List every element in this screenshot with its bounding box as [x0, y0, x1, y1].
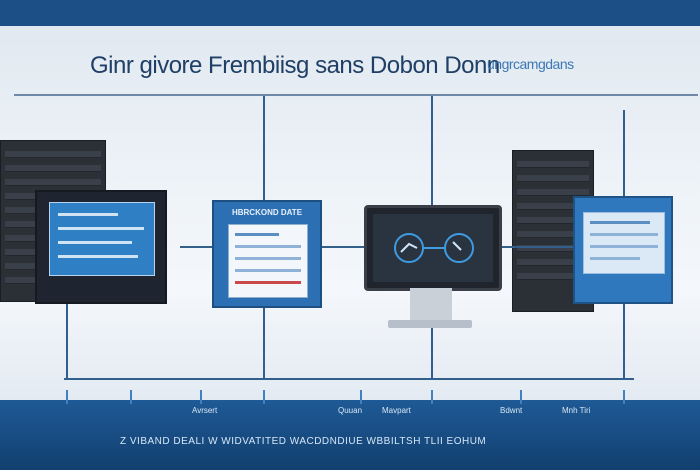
tick-6	[431, 390, 433, 404]
tick-8	[623, 390, 625, 404]
form-window-header: HBRCKOND DATE	[231, 208, 303, 217]
tick-5	[360, 390, 362, 404]
connector-v3	[263, 304, 265, 380]
tick-1	[66, 390, 68, 404]
tick-4	[263, 390, 265, 404]
dashboard-screen	[49, 202, 155, 276]
dashboard-monitor	[35, 190, 167, 304]
page-title-tail: ungrcamgdans	[487, 56, 574, 72]
connector-v4	[431, 96, 433, 206]
tick-7	[520, 390, 522, 404]
tick-3	[200, 390, 202, 404]
top-connector-line	[14, 94, 698, 96]
form-window: HBRCKOND DATE	[212, 200, 322, 308]
connector-v1	[66, 300, 68, 380]
bottom-label-3: Mavpart	[382, 406, 411, 415]
page-title: Ginr givore Frembiisg sans Dobon Donn	[90, 52, 500, 79]
monitor-stand	[410, 288, 452, 324]
bottom-label-2: Quuan	[338, 406, 363, 415]
bottom-label-4: Bdwnt	[500, 406, 523, 415]
form-document	[228, 224, 308, 298]
report-window	[573, 196, 673, 304]
bottom-band	[0, 400, 700, 470]
bottom-label-1: Avrsert	[192, 406, 218, 415]
bottom-connector-line	[64, 378, 634, 380]
gauge-icon	[394, 233, 474, 263]
footer-text: Z VIBAND DEALI W WIDVATITED WACDDNDIUE W…	[120, 436, 487, 447]
tick-2	[130, 390, 132, 404]
connector-v5	[431, 286, 433, 380]
monitor-stand-base	[388, 320, 472, 328]
bottom-label-5: Mnh Tiri	[562, 406, 591, 415]
central-monitor	[364, 205, 502, 291]
report-content	[583, 212, 665, 274]
connector-v2	[263, 96, 265, 200]
central-screen	[373, 214, 493, 282]
top-bar	[0, 0, 700, 26]
